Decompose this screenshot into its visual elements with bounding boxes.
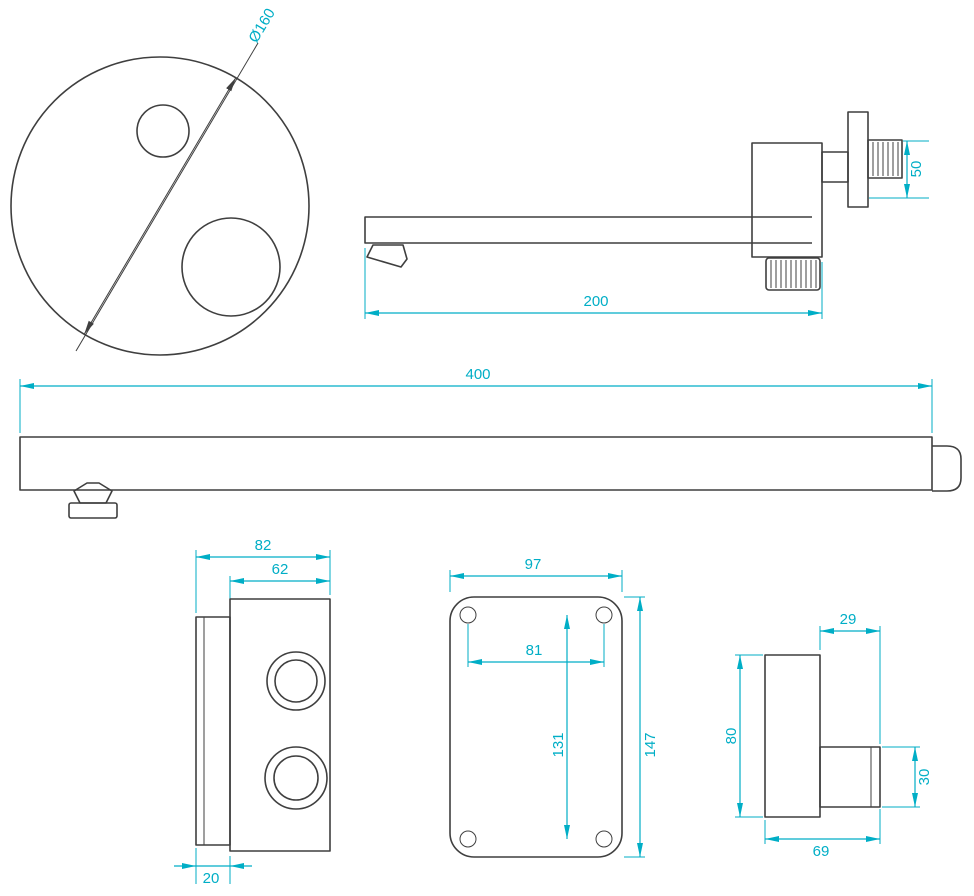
plate-hole-spacing-y-label: 131 [550, 732, 567, 757]
holder-cup-height-label: 30 [916, 769, 933, 786]
spout-view: 50 200 [364, 111, 929, 319]
arm-outlet-thread [68, 502, 118, 519]
spout-body [751, 142, 823, 258]
spout-height-label: 50 [908, 161, 925, 178]
spout-aerator [366, 244, 408, 268]
holder-wall-plate [764, 654, 821, 818]
valve-back-plate [195, 616, 231, 846]
mounting-plate-view: 97 81 131 147 [449, 556, 659, 858]
arm-length-label: 400 [465, 366, 490, 383]
valve-upper-knob [266, 651, 326, 711]
diameter-line [75, 42, 259, 352]
spout-arm [364, 216, 812, 244]
faceplate-outline [10, 56, 310, 356]
valve-width-label: 82 [255, 537, 272, 554]
threaded-stub [867, 139, 903, 179]
mounting-plate-outline [449, 596, 623, 858]
plate-hole-bottom-left [459, 830, 477, 848]
stub-thread-hatch [872, 142, 899, 176]
faceplate-diameter-label: Ø160 [245, 6, 278, 46]
faceplate-mixer-knob [181, 217, 281, 317]
faceplate-diverter-knob [136, 104, 190, 158]
plate-hole-top-right [595, 606, 613, 624]
diameter-arrow-line [83, 77, 237, 335]
valve-depth-label: 20 [203, 870, 220, 887]
plate-hole-bottom-right [595, 830, 613, 848]
holder-cup [819, 746, 881, 808]
valve-lower-knob [264, 746, 328, 810]
inlet-thread-hatch [770, 260, 817, 288]
wall-flange [847, 111, 869, 208]
plate-hole-top-left [459, 606, 477, 624]
valve-body-width-label: 62 [272, 561, 289, 578]
plate-width-label: 97 [525, 556, 542, 573]
valve-body [229, 598, 331, 852]
valve-lower-knob-inner [273, 755, 319, 801]
spout-length-label: 200 [583, 293, 608, 310]
mixer-valve-view: 82 62 20 [174, 537, 331, 887]
arm-tube [19, 436, 933, 491]
shower-arm-view: 400 [19, 366, 962, 519]
shower-holder-view: 29 80 30 69 [723, 611, 933, 860]
holder-depth-label: 29 [840, 611, 857, 628]
faceplate-view: Ø160 [10, 6, 310, 356]
valve-upper-knob-inner [274, 659, 318, 703]
plate-height-label: 147 [642, 732, 659, 757]
spout-inlet-thread [765, 257, 821, 291]
plate-hole-spacing-x-label: 81 [526, 642, 543, 659]
arm-wall-connector [932, 445, 962, 492]
arm-outlet-cone [73, 482, 113, 504]
spout-wall-connector [821, 151, 849, 183]
holder-width-label: 69 [813, 843, 830, 860]
holder-height-label: 80 [723, 728, 740, 745]
